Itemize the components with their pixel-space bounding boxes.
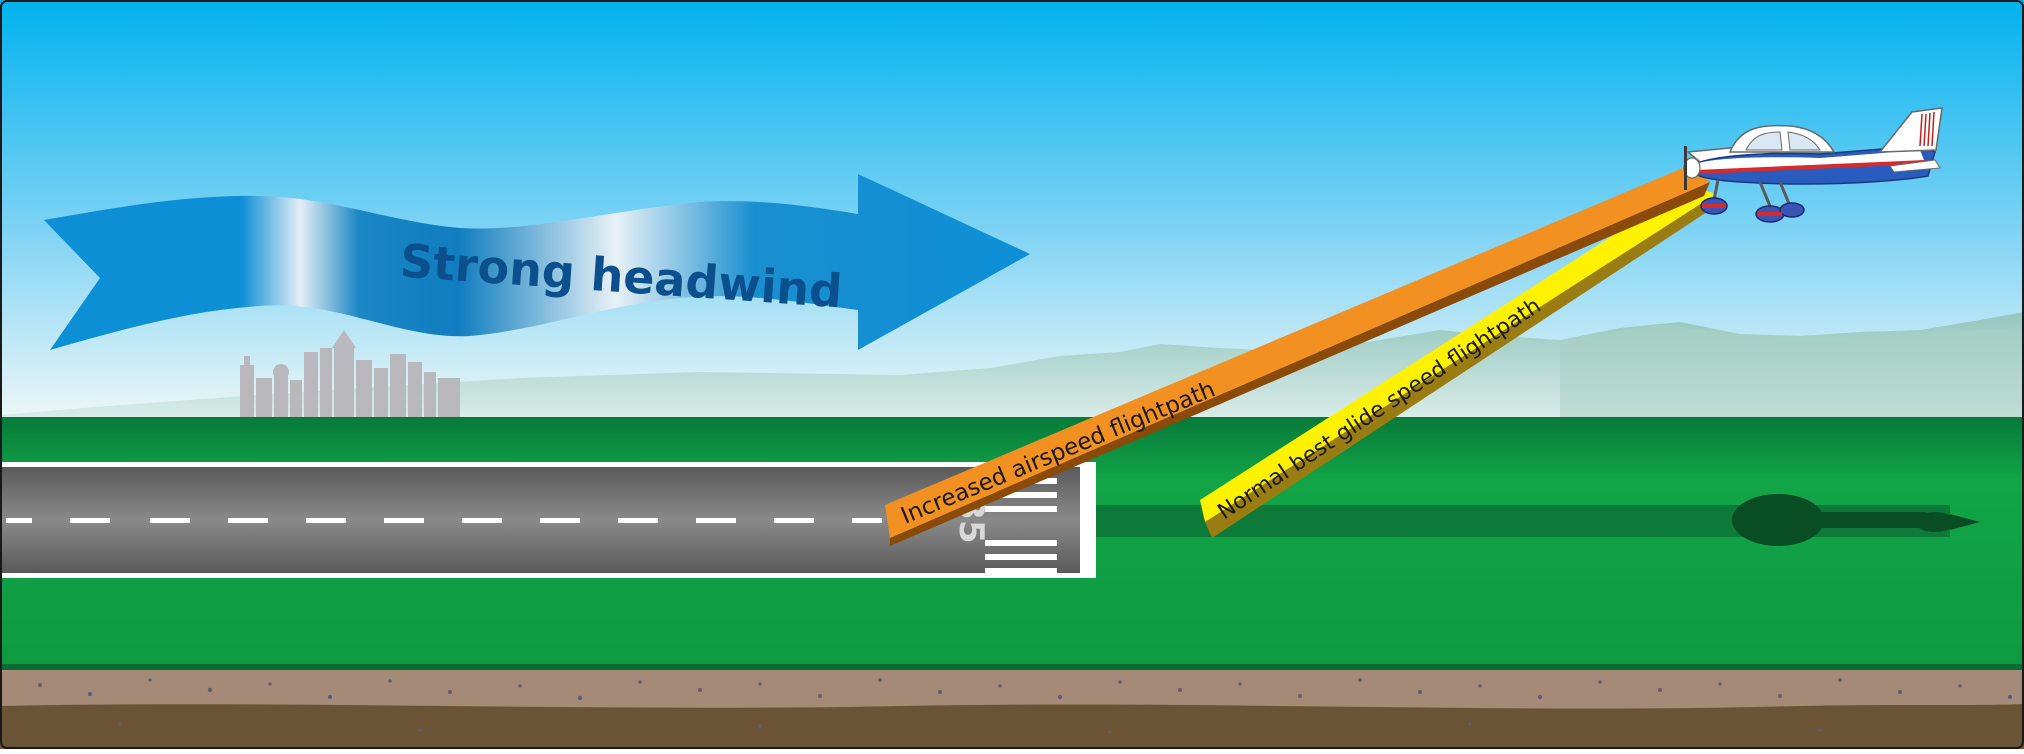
airplane-shadow <box>1732 494 1980 546</box>
grass-edge <box>0 664 2024 670</box>
headwind-arrow: Strong headwind <box>44 174 1030 350</box>
distant-mountains <box>1560 324 2024 420</box>
mountains <box>0 312 2024 420</box>
dirt-pebbles <box>38 678 2012 734</box>
airplane <box>1683 107 1943 223</box>
city-skyline <box>240 330 460 418</box>
dirt-dark-layer <box>0 704 2024 749</box>
runway-centerline <box>6 518 882 523</box>
